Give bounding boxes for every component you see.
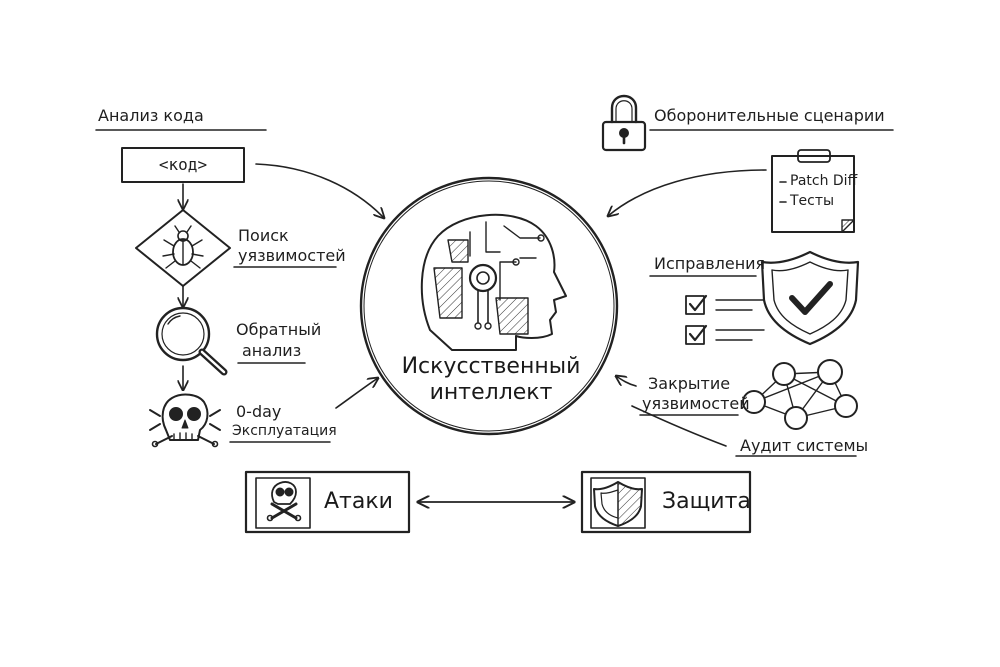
magnifier-icon [155, 306, 228, 376]
defense-box [580, 470, 752, 534]
clipboard-line-1: Patch Diff [790, 173, 858, 189]
vuln-search-label-2: уязвимостей [238, 246, 346, 265]
defense-label: Защита [662, 489, 751, 514]
clipboard-line-2: Тесты [790, 193, 835, 209]
attacks-box [244, 470, 411, 534]
code-box [121, 147, 245, 183]
reverse-label-1: Обратный [236, 320, 322, 339]
skull-crossbones-icon [266, 481, 302, 522]
closing-label-1: Закрытие [648, 374, 731, 393]
bug-icon [135, 209, 231, 287]
checkbox-icon [685, 294, 765, 345]
zero-day-label-2: Эксплуатация [232, 423, 337, 439]
closing-label-2: уязвимостей [642, 394, 750, 413]
fixes-label: Исправления [654, 254, 766, 273]
code-analysis-label: Анализ кода [98, 106, 204, 125]
zero-day-label-1: 0-day [236, 402, 282, 421]
system-audit-label: Аудит системы [740, 436, 869, 455]
shield-check-icon [760, 250, 860, 346]
robot-head-icon [420, 213, 567, 351]
clipboard-icon [771, 149, 855, 233]
network-icon [742, 359, 858, 430]
vuln-search-label-1: Поиск [238, 226, 289, 245]
center-title-line1: Искусственный [401, 354, 581, 379]
reverse-label-2: анализ [242, 341, 302, 360]
center-title-line2: интеллект [429, 380, 553, 405]
skull-icon [149, 393, 221, 448]
padlock-icon [601, 94, 647, 152]
ai-circle [359, 176, 619, 436]
attacks-label: Атаки [324, 489, 393, 514]
defense-scenarios-label: Оборонительные сценарии [654, 106, 885, 125]
code-tag-label: <код> [158, 155, 208, 174]
shield-icon [593, 481, 643, 527]
